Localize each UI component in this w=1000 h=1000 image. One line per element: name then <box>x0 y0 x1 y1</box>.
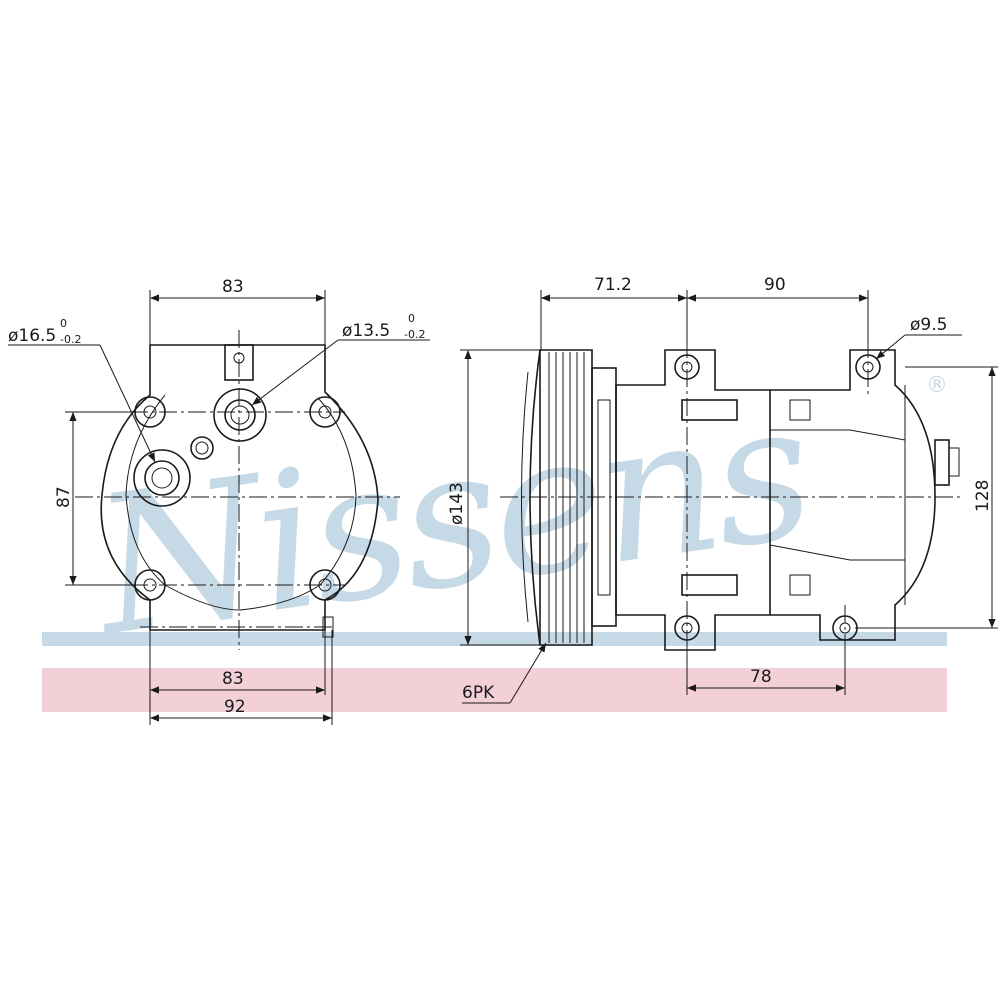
dim-overall-height: 128 <box>973 480 993 512</box>
svg-text:0: 0 <box>60 317 67 330</box>
dim-front-height: 87 <box>54 486 74 508</box>
svg-text:®: ® <box>926 373 948 398</box>
port-right-label: ø13.5 <box>342 321 390 341</box>
svg-text:-0.2: -0.2 <box>404 328 425 341</box>
dim-front-top-width: 83 <box>222 277 244 297</box>
belt-type-label: 6PK <box>462 683 495 703</box>
side-dimensions: 71.2 90 ø9.5 ø143 128 78 6PK <box>447 275 998 704</box>
dim-pulley-to-mount: 71.2 <box>594 275 632 295</box>
svg-text:-0.2: -0.2 <box>60 333 81 346</box>
dim-front-bottom-inner: 83 <box>222 669 244 689</box>
dim-pulley-diameter: ø143 <box>447 482 467 525</box>
port-left-label: ø16.5 <box>8 326 56 346</box>
dim-mount-spacing-bottom: 78 <box>750 667 772 687</box>
dim-mount-spacing-top: 90 <box>764 275 786 295</box>
watermark-band-blue <box>42 632 947 646</box>
side-view <box>500 340 960 655</box>
dim-hole-diameter: ø9.5 <box>910 315 947 335</box>
svg-text:0: 0 <box>408 312 415 325</box>
front-dimensions: 83 87 83 92 ø16.5 0 -0.2 ø13.5 0 -0.2 <box>8 277 430 725</box>
dim-front-bottom-outer: 92 <box>224 697 246 717</box>
